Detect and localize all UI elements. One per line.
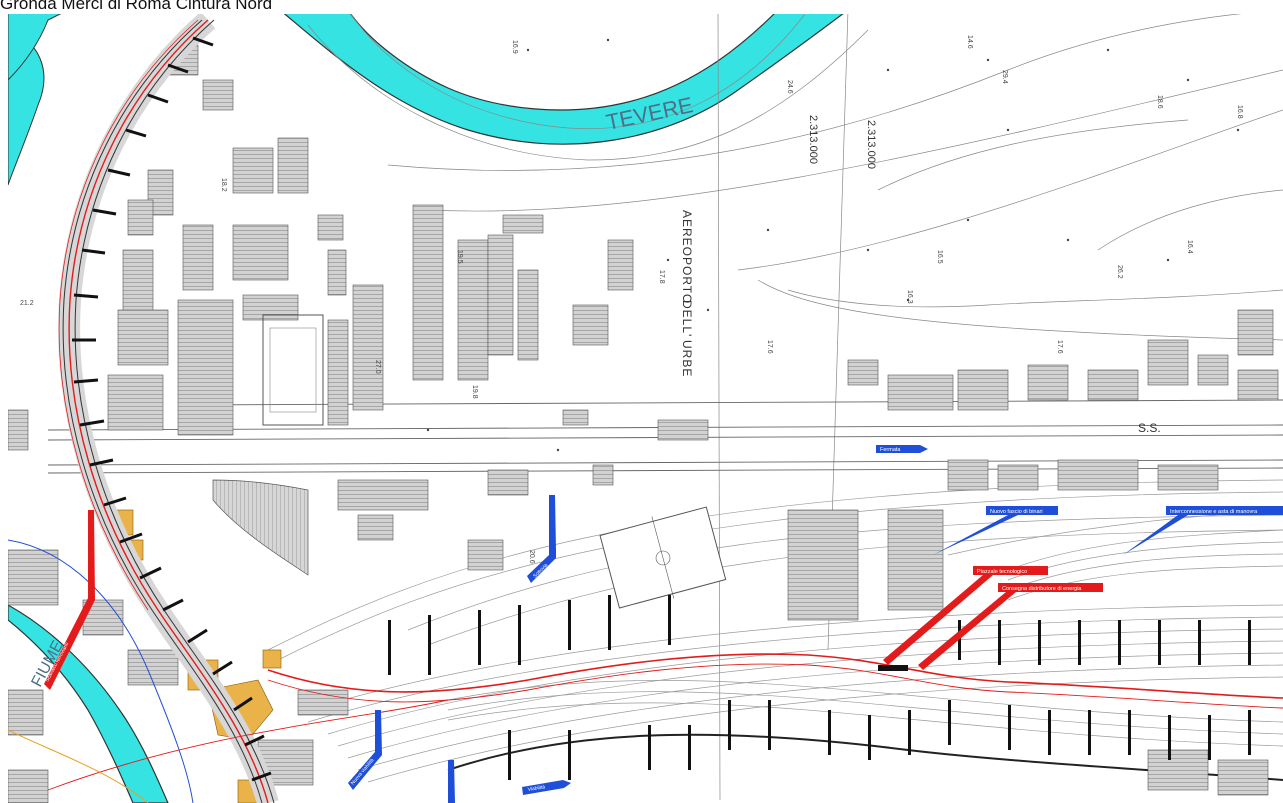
elev-6: 19.5 [456,250,463,264]
elevation-points [426,38,1240,452]
elev-12: 19.8 [471,385,478,399]
elev-10: 16.3 [906,290,913,304]
elev-4: 16.5 [936,250,943,264]
callout-viabilita[interactable]: Viabilità [522,780,571,795]
elev-19: 17.6 [766,340,773,354]
railway-ties [72,36,272,782]
elevation-labels: 16.8 16.4 26.2 16.5 17.6 19.5 21.2 20.6 … [20,35,1243,564]
label-airport-2: DELL' [680,300,694,337]
elev-15: 14.6 [966,35,973,49]
football-field [599,506,727,609]
label-coord-1: 2.313.000 [807,115,819,164]
callout-fermata[interactable]: Fermata [876,445,928,453]
yard-markers [388,595,1251,780]
callout-fermata-label: Fermata [880,447,901,453]
label-road-ss: S.S. [1138,421,1161,435]
callout-viabilita-label: Viabilità [527,784,545,793]
elev-16: 24.6 [786,80,793,94]
label-coord-2: 2.313.000 [865,120,877,169]
proposed-track [47,653,1283,791]
elev-17: 29.4 [1001,70,1008,84]
elev-8: 20.6 [528,550,535,564]
orange-line [8,729,149,803]
curved-building [212,479,309,576]
header-bar: Gronda Merci di Roma Cintura Nord [0,0,1283,14]
callout-interconnessione-label: Interconnessione e asta di manovra [1170,509,1258,515]
elev-13: 17.8 [658,270,665,284]
elev-3: 26.2 [1116,265,1123,279]
callout-nuovo-fascio-label: Nuovo fascio di binari [990,509,1043,515]
label-airport-3: URBE [680,340,694,377]
callout-piazzale[interactable]: Piazzale tecnologico [883,566,1048,665]
callout-piazzale-label: Piazzale tecnologico [977,569,1027,575]
elev-11: 27.0 [374,360,381,374]
elev-9: 18.2 [220,178,227,192]
contour-lines [307,10,1283,801]
elev-1: 16.8 [1236,105,1243,119]
buildings [8,44,1279,803]
callout-nuovo-fascio[interactable]: Nuovo fascio di binari [933,506,1058,555]
railway-curve [58,11,279,803]
elev-14: 16.9 [511,40,518,54]
callout-consegna[interactable]: Consegna distributore di energia [918,583,1103,670]
map-viewport[interactable]: TEVERE FIUME AEREOPORTO DELL' URBE S.S. … [8,10,1283,803]
callout-interconnessione[interactable]: Interconnessione e asta di manovra [1123,506,1283,555]
elev-7: 21.2 [20,300,34,307]
blue-line [8,539,194,803]
river-tevere [279,10,850,145]
river-fiume [8,604,169,803]
callout-consegna-label: Consegna distributore di energia [1002,586,1082,592]
elev-2: 16.4 [1186,240,1193,254]
stadium-outline [262,314,324,426]
elev-5: 17.6 [1056,340,1063,354]
page-title: Gronda Merci di Roma Cintura Nord [0,0,273,13]
label-airport-1: AEREOPORTO [680,210,694,304]
elev-18: 18.6 [1156,95,1163,109]
map-canvas: TEVERE FIUME AEREOPORTO DELL' URBE S.S. … [8,10,1283,803]
